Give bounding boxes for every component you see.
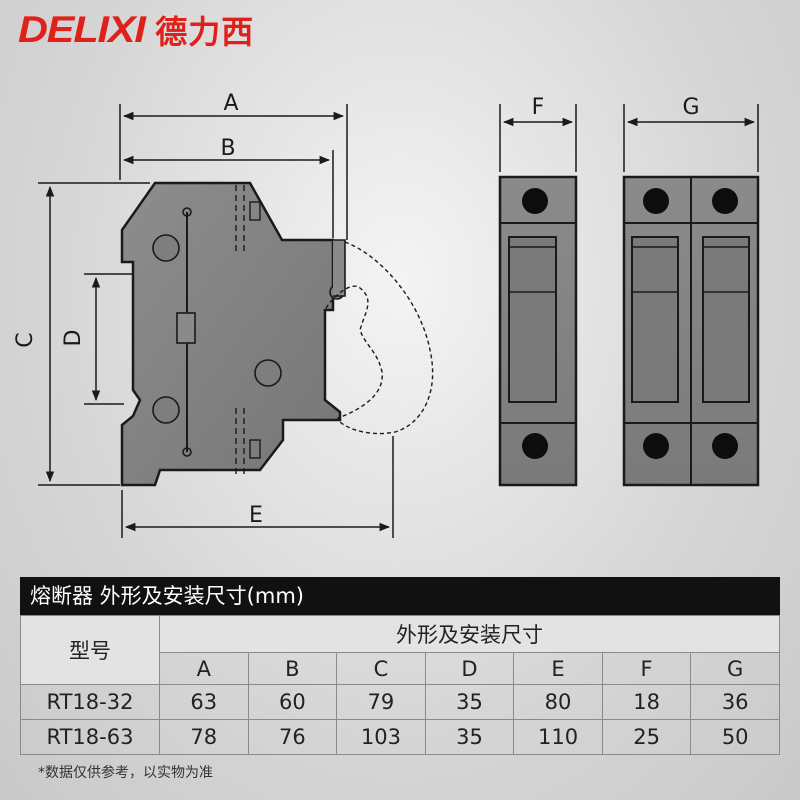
dim-label-a: A [223,91,238,116]
column-header: B [247,652,338,685]
dimension-lines-f [499,104,577,172]
dimension-lines-g [623,104,759,172]
table-cell: 18 [601,684,692,720]
table-cell: 60 [247,684,338,720]
table-row: RT18-32 63 60 79 35 80 18 36 [20,684,780,720]
dimension-lines-side [38,104,394,538]
fuse-holder-side-view [120,181,434,487]
footnote: *数据仅供参考，以实物为准 [38,765,213,781]
dimensions-table-section: 熔断器 外形及安装尺寸(mm) 型号 外形及安装尺寸 A B C D E F G… [20,577,780,755]
table-cell: 25 [601,719,692,755]
model-cell: RT18-32 [20,684,160,720]
fuse-holder-front-double [622,175,760,487]
table-cell: 36 [690,684,780,720]
table-cell: 35 [424,684,515,720]
dim-label-e: E [249,503,263,528]
dimension-drawing: A B C D E F G [13,91,760,538]
column-header: C [336,652,426,685]
model-cell: RT18-63 [20,719,160,755]
table-cell: 79 [336,684,426,720]
table-cell: 78 [159,719,249,755]
model-header: 型号 [20,615,160,685]
dimensions-table: 型号 外形及安装尺寸 A B C D E F G RT18-32 63 60 7… [20,615,780,755]
column-letter-row: A B C D E F G [21,652,780,685]
column-header: D [424,652,515,685]
table-title: 熔断器 外形及安装尺寸(mm) [20,577,780,615]
table-cell: 50 [690,719,780,755]
column-header: G [690,652,780,685]
column-header: F [601,652,692,685]
table-row: RT18-63 78 76 103 35 110 25 50 [20,719,780,755]
brand-logo: DELIXI 德力西 [18,8,254,52]
brand-logo-chinese: 德力西 [155,13,255,51]
table-cell: 80 [513,684,603,720]
column-header: A [159,652,249,685]
fuse-holder-front-single [498,175,578,487]
table-cell: 110 [513,719,603,755]
dim-label-d: D [61,330,86,347]
dim-label-f: F [532,95,545,120]
table-cell: 103 [336,719,426,755]
table-header-row: 型号 外形及安装尺寸 [20,615,780,685]
table-cell: 35 [424,719,515,755]
dim-label-c: C [13,332,38,347]
table-cell: 76 [247,719,338,755]
table-cell: 63 [159,684,249,720]
dims-header: 外形及安装尺寸 [159,615,780,653]
column-header: E [513,652,603,685]
dim-label-b: B [220,136,235,161]
brand-logo-latin: DELIXI [18,9,146,50]
dim-label-g: G [682,95,699,120]
